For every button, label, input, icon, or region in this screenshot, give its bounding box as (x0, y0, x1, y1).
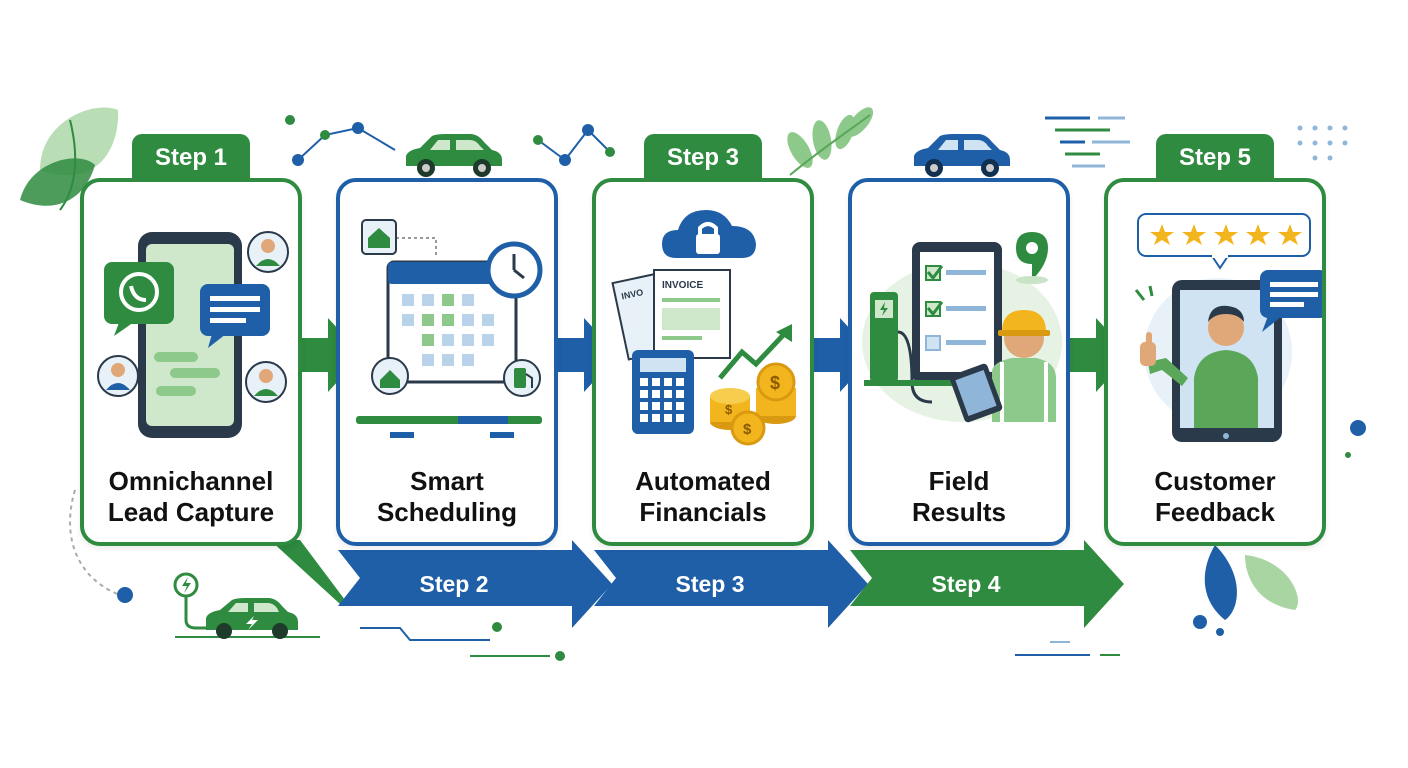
chat-bubble-icon (1260, 270, 1322, 332)
svg-text:INVOICE: INVOICE (662, 280, 703, 291)
chat-bubble-icon (200, 284, 270, 348)
step-card-financials: INVO INVOICE (592, 178, 814, 546)
car-icon-green-top (406, 134, 502, 177)
ribbon-step-1-curl (270, 540, 348, 604)
arrow-1-2 (300, 318, 362, 392)
svg-text:INVO: INVO (620, 287, 644, 301)
calendar-illustration (356, 219, 543, 438)
house-icon (361, 219, 397, 255)
svg-text:$: $ (743, 421, 752, 438)
svg-text:$: $ (725, 402, 733, 417)
bottom-step-label: Step 3 (675, 571, 745, 597)
step-tab: Step 3 (644, 134, 762, 184)
phone-chat-illustration (97, 231, 289, 438)
coins-icon: $ $ $ (710, 362, 796, 446)
bottom-step-label: Step 4 (931, 571, 1001, 597)
cloud-lock-icon (662, 210, 756, 258)
technician-icon (949, 310, 1056, 423)
clock-icon (485, 241, 543, 299)
ribbon-step-3 (594, 540, 868, 628)
leaf-decor-top (787, 107, 874, 176)
car-icon-blue-top (914, 134, 1010, 177)
svg-text:$: $ (770, 373, 780, 393)
star-rating-icon (1137, 213, 1311, 270)
arrow-3-4 (812, 318, 874, 392)
arrow-2-3 (556, 318, 618, 392)
step-tab: Step 5 (1156, 134, 1274, 184)
charger-icon (503, 359, 541, 397)
growth-arrow-icon (718, 324, 792, 380)
dot-grid-decor (1297, 125, 1348, 161)
ev-car-icon (173, 572, 298, 639)
field-technician-illustration (862, 232, 1062, 423)
financials-illustration: INVO INVOICE (611, 210, 796, 446)
house-icon-2 (371, 357, 409, 395)
tablet-person-icon (1172, 280, 1282, 442)
data-lines-decor (1045, 116, 1130, 168)
avatar-icon (97, 231, 289, 403)
tablet-checklist-icon (912, 242, 1002, 382)
step-tab: Step 1 (132, 134, 250, 184)
feedback-illustration (1134, 213, 1322, 442)
bottom-step-label: Step 2 (419, 571, 489, 597)
network-decor (297, 126, 611, 162)
leaf-decor-right (1204, 545, 1298, 620)
ribbon-step-4 (850, 540, 1124, 628)
invoice-icon: INVO INVOICE (611, 269, 731, 361)
arrow-4-5 (1068, 318, 1130, 392)
leaf-decor-left (20, 107, 119, 211)
location-pin-icon (1016, 232, 1048, 284)
tablet-in-hand-icon (949, 363, 1003, 423)
ribbon-step-2 (338, 540, 612, 628)
thumbs-up-icon (1134, 285, 1188, 386)
charging-station-icon (864, 292, 1014, 404)
whatsapp-icon (104, 262, 174, 336)
calculator-icon (632, 350, 694, 434)
